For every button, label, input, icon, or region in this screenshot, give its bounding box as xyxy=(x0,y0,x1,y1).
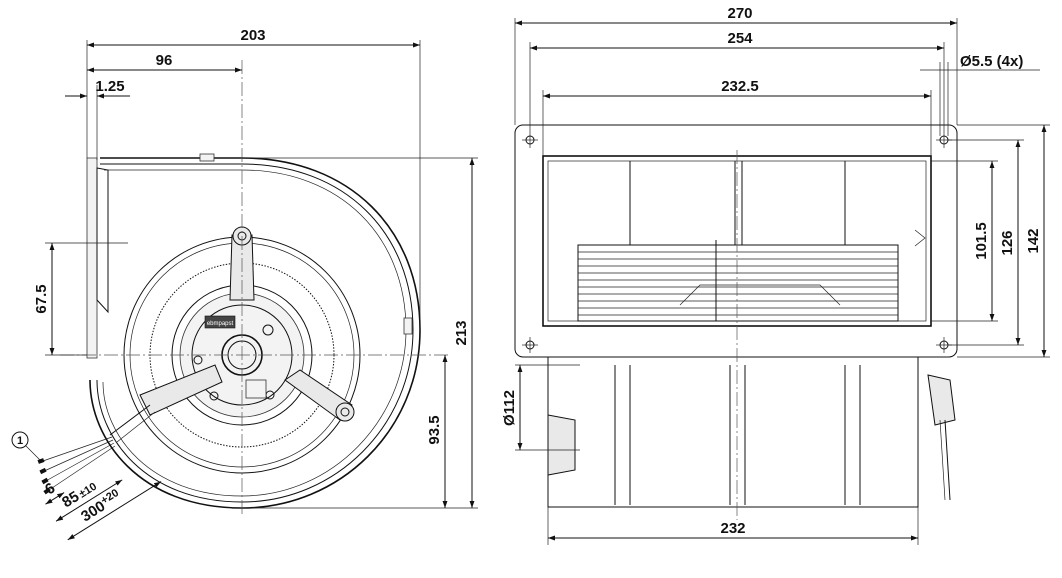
impeller-blades xyxy=(578,245,898,321)
motor-flange-left xyxy=(548,415,575,475)
dim-6-label: 6 xyxy=(42,480,58,499)
dim-112-label: Ø112 xyxy=(501,390,518,426)
dim-126-label: 126 xyxy=(999,230,1016,255)
motor-label-plate xyxy=(246,380,266,398)
support-arm-right-hole xyxy=(336,403,354,421)
dim-1.25-label: 1.25 xyxy=(95,78,124,95)
dim-93.5-label: 93.5 xyxy=(426,415,443,444)
dim-85-tolerance: ±10 xyxy=(77,481,99,501)
dim-96-label: 96 xyxy=(156,52,173,69)
side-cable xyxy=(945,420,950,500)
housing-clip-right xyxy=(404,318,412,334)
wire-3 xyxy=(44,443,114,482)
outlet-duct xyxy=(97,168,108,312)
mounting-flange xyxy=(87,158,97,358)
dim-203-label: 203 xyxy=(240,27,265,44)
housing-body xyxy=(548,357,918,507)
housing-clip-top xyxy=(200,154,214,161)
dim-213-label: 213 xyxy=(453,320,470,345)
front-view: ebmpapst 1 203 96 xyxy=(12,27,478,540)
motor-internal xyxy=(680,285,840,305)
dim-142-label: 142 xyxy=(1025,228,1042,253)
dim-232.5-label: 232.5 xyxy=(721,78,759,95)
dim-300-tolerance: +20 xyxy=(99,487,121,507)
impeller-blade-lines xyxy=(578,252,898,315)
dim-232-label: 232 xyxy=(720,520,745,537)
dim-hole-label: Ø5.5 (4x) xyxy=(960,53,1023,70)
wire-4 xyxy=(46,446,115,492)
side-cable-edge xyxy=(940,420,945,500)
dim-270-label: 270 xyxy=(727,5,752,22)
wire-1 xyxy=(40,437,112,462)
label-badge-text: ebmpapst xyxy=(207,321,234,327)
wire-tip-2 xyxy=(39,468,46,474)
side-flange-plate xyxy=(515,125,957,357)
dim-67.5-label: 67.5 xyxy=(33,284,50,313)
dim-101.5-label: 101.5 xyxy=(973,222,990,260)
wire-2 xyxy=(42,440,113,472)
dim-254-label: 254 xyxy=(727,30,753,47)
cable-edge xyxy=(117,412,155,442)
side-cable-gland xyxy=(928,375,955,425)
callout-1-leader xyxy=(26,446,40,460)
callout-1-text: 1 xyxy=(17,435,23,447)
inlet-cone xyxy=(915,230,925,246)
side-view: 270 254 Ø5.5 (4x) 232.5 101.5 126 142 xyxy=(501,5,1050,545)
